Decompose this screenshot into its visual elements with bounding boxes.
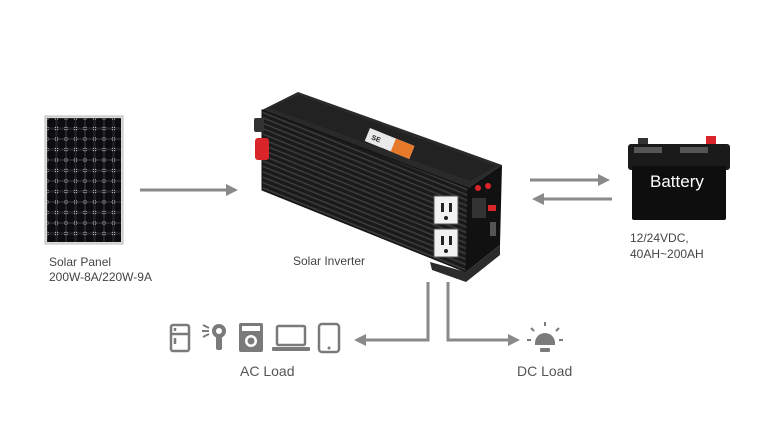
battery-positive-terminal [706,136,716,146]
battery-spec-line2: 40AH~200AH [630,247,704,261]
arrow-battery-to-inverter [532,193,612,205]
battery-spec-line1: 12/24VDC, [630,231,689,245]
brand-label: SE [364,128,415,159]
battery: Battery [628,136,730,220]
power-switch [472,198,486,218]
washing-machine-icon [239,323,263,352]
battery-label: Battery [650,172,704,191]
solar-panel-spec: 200W-8A/220W-9A [49,270,152,284]
tablet-icon [317,322,341,354]
dc-input-terminals [254,118,269,160]
laptop-icon [272,324,310,351]
brand-logo-text: SE [370,135,382,145]
arrow-inverter-to-ac-load [354,282,430,346]
inverter-label: Solar Inverter [293,254,366,268]
solar-inverter: SE [254,92,502,282]
arrow-panel-to-inverter [140,184,238,196]
ac-load-label: AC Load [240,363,295,379]
indicator-led [485,183,491,189]
solar-panel-label: Solar Panel [49,255,112,269]
fridge-icon [169,323,191,353]
dc-load-label: DC Load [517,363,573,379]
solar-panel [44,115,124,245]
hair-dryer-icon [202,324,226,350]
arrow-inverter-to-dc-load [446,282,520,346]
ac-outlet-lower [433,228,459,258]
indicator-led [475,185,481,191]
arrow-inverter-to-battery [530,174,610,186]
light-bulb-icon [527,322,563,352]
indicator-led [488,205,496,211]
ac-outlet-upper [433,195,459,225]
